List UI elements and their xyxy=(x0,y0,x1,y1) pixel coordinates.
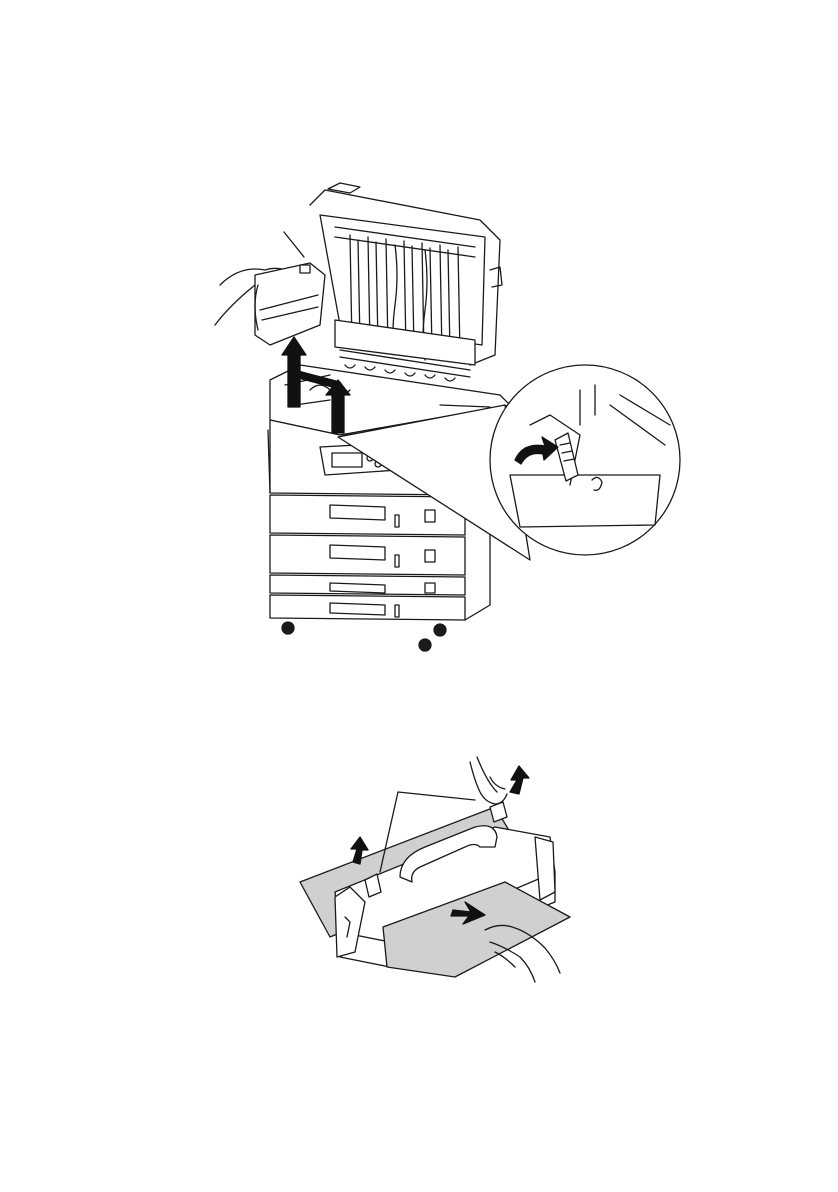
up-arrow-right xyxy=(510,766,529,794)
printer-fuser-removal-illustration xyxy=(200,175,680,660)
fuser-paper-removal-illustration xyxy=(295,752,575,992)
hand-top xyxy=(470,757,507,804)
caster-right xyxy=(419,639,431,651)
right-release-lever xyxy=(490,802,507,822)
caster-front xyxy=(434,624,446,636)
hand-with-fuser-unit xyxy=(215,263,325,345)
printer-drawing xyxy=(200,175,680,660)
fuser-drawing xyxy=(295,752,575,992)
caster-left xyxy=(282,622,294,634)
fuser-leader-line xyxy=(284,232,304,257)
